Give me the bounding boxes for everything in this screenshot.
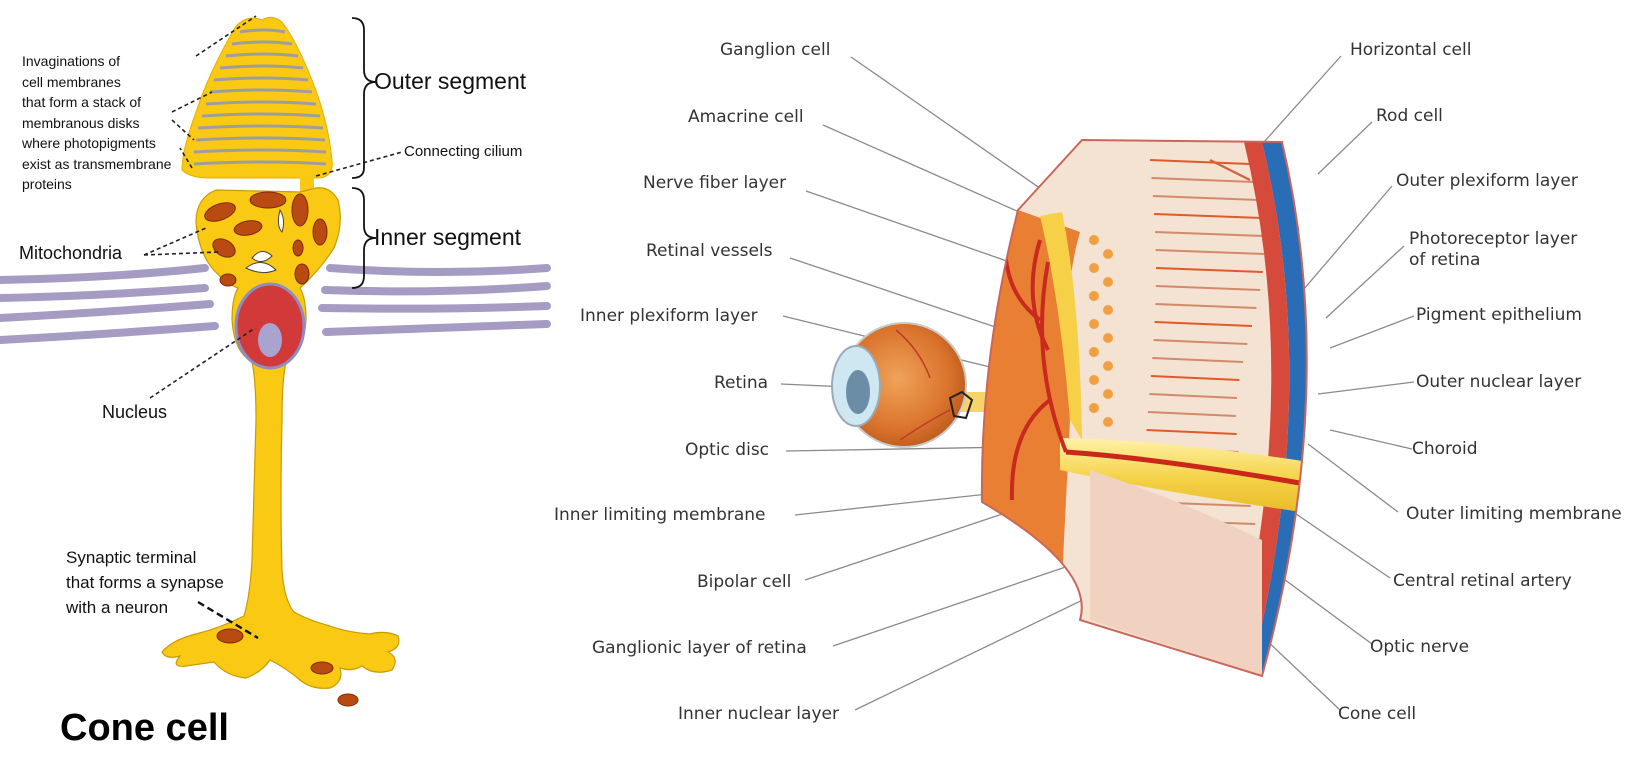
inner-segment-label: Inner segment: [374, 224, 522, 250]
ganglion-dot: [1103, 361, 1113, 371]
ganglion-dot: [1089, 347, 1099, 357]
ganglion-dot: [1089, 235, 1099, 245]
inner-segment-shape: [161, 187, 400, 689]
label-retina: Retina: [714, 373, 769, 393]
photoreceptor-rod: [1149, 393, 1238, 399]
label-pigment-epithelium: Pigment epithelium: [1416, 305, 1582, 325]
synaptic-line: that forms a synapse: [66, 573, 224, 592]
invaginations-line: exist as transmembrane: [22, 155, 172, 172]
invaginations-line: where photopigments: [22, 135, 156, 151]
ganglion-dot: [1089, 319, 1099, 329]
cell-membrane-bands: [0, 264, 551, 344]
photoreceptor-rod: [1152, 195, 1259, 201]
outer-segment-brace: [351, 17, 377, 179]
label-photoreceptor-layer: Photoreceptor layer: [1409, 229, 1578, 249]
ganglion-dot: [1103, 249, 1113, 259]
photoreceptor-rod: [1155, 231, 1264, 237]
synaptic-leader: [197, 600, 259, 640]
invaginations-line: that form a stack of: [22, 94, 142, 110]
photoreceptor-rod: [1154, 213, 1262, 219]
ganglion-dot: [1103, 277, 1113, 287]
invaginations-line: cell membranes: [22, 73, 121, 90]
invaginations-line: proteins: [22, 176, 72, 192]
label-cone-cell: Cone cell: [1338, 704, 1417, 724]
label-optic-nerve: Optic nerve: [1370, 637, 1470, 657]
ganglion-dot: [1103, 389, 1113, 399]
synaptic-line: Synaptic terminal: [66, 548, 197, 567]
retina-wedge: [981, 140, 1307, 676]
cone-cell-title: Cone cell: [60, 707, 229, 749]
label-central-retinal-artery: Central retinal artery: [1393, 571, 1572, 591]
label-bipolar-cell: Bipolar cell: [697, 572, 792, 592]
inner-segment-brace: [351, 187, 377, 289]
photoreceptor-rod: [1152, 357, 1244, 363]
label-outer-nuclear-layer: Outer nuclear layer: [1416, 372, 1582, 392]
label-optic-disc: Optic disc: [685, 440, 770, 460]
photoreceptor-rod: [1151, 177, 1255, 183]
ganglion-dots: [1089, 235, 1113, 427]
connecting-cilium-label: Connecting cilium: [404, 143, 523, 160]
ganglion-dot: [1089, 375, 1099, 385]
label-outer-plexiform-layer: Outer plexiform layer: [1396, 171, 1578, 191]
nucleus-label: Nucleus: [102, 402, 168, 422]
label-inner-limiting-membrane: Inner limiting membrane: [554, 505, 766, 525]
label-rod-cell: Rod cell: [1376, 106, 1443, 126]
mitochondria-label: Mitochondria: [19, 243, 123, 263]
invaginations-label: Invaginations of cell membranes that for…: [22, 51, 171, 195]
retina-wedge-outline: [980, 138, 1308, 678]
label-inner-plexiform-layer: Inner plexiform layer: [580, 306, 758, 326]
label-nerve-fiber-layer: Nerve fiber layer: [643, 173, 787, 193]
membranous-disks: [193, 28, 327, 166]
label-photoreceptor-layer-2: of retina: [1409, 250, 1481, 270]
synaptic-line: with a neuron: [66, 598, 169, 617]
photoreceptor-rod: [1150, 375, 1240, 381]
ganglion-dot: [1089, 291, 1099, 301]
ganglion-dot: [1103, 417, 1113, 427]
label-outer-limiting-membrane: Outer limiting membrane: [1406, 504, 1622, 524]
photoreceptor-rod: [1154, 321, 1253, 327]
nucleolus-shape: [258, 323, 282, 357]
mitochondria-shapes: [204, 191, 359, 707]
synaptic-terminal-label: Synaptic terminal that forms a synapse w…: [66, 545, 224, 620]
ganglion-dot: [1089, 263, 1099, 273]
outer-segment-label: Outer segment: [374, 68, 527, 94]
golgi-shapes: [245, 208, 285, 274]
invaginations-line: membranous disks: [22, 114, 140, 131]
label-retinal-vessels: Retinal vessels: [646, 241, 773, 261]
photoreceptor-rod: [1155, 267, 1263, 273]
label-choroid: Choroid: [1412, 439, 1478, 459]
photoreceptor-rod: [1146, 429, 1237, 435]
photoreceptor-rod: [1149, 159, 1251, 165]
ganglion-dot: [1103, 333, 1113, 343]
photoreceptor-rod: [1155, 249, 1264, 255]
label-horizontal-cell: Horizontal cell: [1350, 40, 1472, 60]
photoreceptor-rod: [1155, 303, 1257, 309]
ganglion-dot: [1103, 305, 1113, 315]
label-ganglionic-layer: Ganglionic layer of retina: [592, 638, 807, 658]
label-ganglion-cell: Ganglion cell: [720, 40, 831, 60]
label-amacrine-cell: Amacrine cell: [688, 107, 804, 127]
connecting-cilium-shape: [300, 172, 314, 192]
eyeball: [831, 322, 990, 448]
photoreceptor-rod: [1155, 285, 1261, 291]
ganglion-dot: [1089, 403, 1099, 413]
photoreceptor-rod: [1153, 339, 1248, 345]
cone-leader-lines: [143, 15, 403, 399]
label-inner-nuclear-layer: Inner nuclear layer: [678, 704, 839, 724]
invaginations-line: Invaginations of: [22, 53, 121, 69]
photoreceptor-rod: [1147, 411, 1237, 417]
